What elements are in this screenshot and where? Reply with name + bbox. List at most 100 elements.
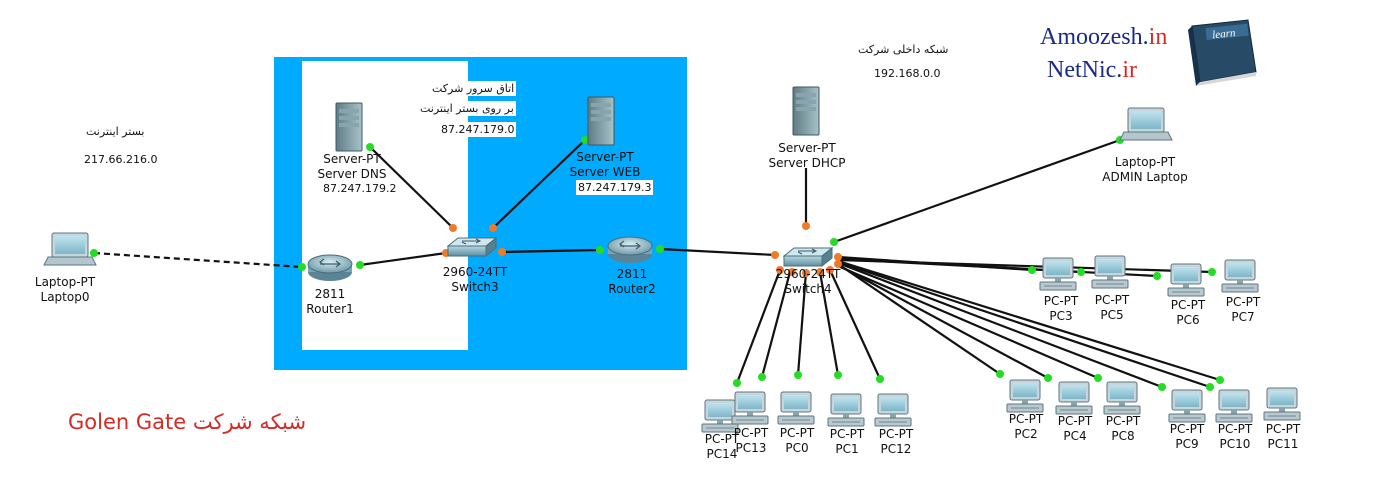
server-room-label-line2: بر روی بستر اینترنت: [418, 101, 516, 116]
admin-laptop-model: Laptop-PT: [1114, 155, 1176, 169]
pc12-model: PC-PT: [878, 427, 914, 441]
router2-model: 2811: [616, 267, 648, 281]
laptop0-model: Laptop-PT: [34, 275, 96, 289]
pc4-icon[interactable]: [1055, 381, 1093, 415]
server-room-ip: 87.247.179.0: [439, 122, 517, 137]
link-switch4-pc14: [735, 269, 782, 384]
pc11-icon[interactable]: [1263, 387, 1301, 421]
link-switch4-pc13: [760, 271, 792, 378]
brand-netnic-accent: ir: [1122, 57, 1137, 83]
pc9-name: PC9: [1175, 437, 1199, 451]
pc0-model: PC-PT: [779, 426, 815, 440]
pc3-icon[interactable]: [1039, 257, 1077, 291]
pc13-model: PC-PT: [733, 426, 769, 440]
lan-zone-ip: 192.168.0.0: [874, 67, 941, 80]
pc2-icon[interactable]: [1006, 379, 1044, 413]
link-dns-switch3: [369, 146, 454, 229]
switch4-label: 2960-24TT Switch4: [768, 267, 848, 297]
internet-zone-ip: 217.66.216.0: [84, 153, 158, 166]
pc14-name: PC14: [706, 447, 738, 461]
pc10-icon[interactable]: [1215, 389, 1253, 423]
server-dns-label: Server-PT Server DNS: [312, 152, 392, 182]
pc5-name: PC5: [1100, 308, 1124, 322]
laptop0-label: Laptop-PT Laptop0: [30, 275, 100, 305]
pc7-icon[interactable]: [1221, 259, 1259, 293]
router1-name: Router1: [306, 302, 354, 316]
server-dns-name: Server DNS: [317, 167, 387, 181]
pc12-icon[interactable]: [874, 393, 912, 427]
router2-icon[interactable]: [607, 236, 653, 264]
brand-netnic-main: NetNic.: [1047, 57, 1123, 83]
brand-amoozesh-main: Amoozesh.: [1040, 24, 1149, 50]
link-switch4-pc2: [837, 263, 1001, 375]
lan-zone-label: شبکه داخلی شرکت: [858, 43, 949, 56]
switch3-icon[interactable]: [447, 237, 497, 257]
brand-netnic: NetNic.ir: [1047, 57, 1137, 84]
pc8-icon[interactable]: [1103, 381, 1141, 415]
router1-icon[interactable]: [307, 254, 353, 282]
server-dhcp-model: Server-PT: [778, 141, 836, 155]
pc2-model: PC-PT: [1008, 412, 1044, 426]
links: [93, 138, 1221, 389]
link-switch4-pc1: [818, 271, 840, 376]
pc2-name: PC2: [1014, 427, 1038, 441]
router1-label: 2811 Router1: [300, 287, 360, 317]
admin-laptop-label: Laptop-PT ADMIN Laptop: [1090, 155, 1200, 185]
pc8-model: PC-PT: [1105, 414, 1141, 428]
server-room-label-line1: اتاق سرور شرکت: [430, 81, 517, 96]
laptop0-icon[interactable]: [43, 232, 97, 266]
server-dns-ip: 87.247.179.2: [323, 182, 397, 195]
link-switch4-pc12: [829, 269, 881, 380]
link-router2-switch4: [659, 247, 776, 257]
switch3-name: Switch3: [451, 280, 499, 294]
switch3-label: 2960-24TT Switch3: [435, 265, 515, 295]
link-switch4-pc8: [837, 264, 1099, 380]
pc6-name: PC6: [1176, 313, 1200, 327]
pc6-icon[interactable]: [1167, 263, 1205, 297]
pc7-name: PC7: [1231, 310, 1255, 324]
link-switch4-pc11: [837, 259, 1221, 382]
switch4-icon[interactable]: [783, 247, 833, 267]
switch4-model: 2960-24TT: [775, 267, 841, 281]
link-switch3-router2: [501, 248, 601, 254]
server-dhcp-icon[interactable]: [792, 86, 820, 136]
link-router1-switch3: [359, 251, 447, 267]
pc1-icon[interactable]: [827, 393, 865, 427]
link-admin-switch4: [833, 138, 1121, 244]
pc9-icon[interactable]: [1168, 389, 1206, 423]
admin-laptop-icon[interactable]: [1119, 107, 1173, 141]
link-switch4-pc4: [837, 264, 1049, 379]
pc14-model: PC-PT: [704, 432, 740, 446]
server-web-icon[interactable]: [587, 96, 615, 146]
link-switch4-pc9: [837, 261, 1163, 389]
pc5-icon[interactable]: [1091, 255, 1129, 289]
diagram-title: شبکه شرکت Golen Gate: [68, 410, 307, 434]
pc5-model: PC-PT: [1094, 293, 1130, 307]
link-web-switch3: [492, 139, 586, 229]
link-switch4-pc10: [837, 260, 1211, 389]
pc12-name: PC12: [880, 442, 912, 456]
pc13-icon[interactable]: [731, 391, 769, 425]
internet-zone-label: بستر اینترنت: [86, 125, 145, 138]
pc7-model: PC-PT: [1225, 295, 1261, 309]
pc3-name: PC3: [1049, 309, 1073, 323]
svg-text:learn: learn: [1212, 27, 1237, 41]
switch4-name: Switch4: [784, 282, 832, 296]
pc0-icon[interactable]: [777, 391, 815, 425]
laptop0-name: Laptop0: [40, 290, 90, 304]
server-dns-icon[interactable]: [335, 102, 363, 152]
server-dns-model: Server-PT: [323, 152, 381, 166]
server-web-label: Server-PT Server WEB: [565, 150, 645, 180]
switch3-model: 2960-24TT: [442, 265, 508, 279]
server-dhcp-label: Server-PT Server DHCP: [762, 141, 852, 171]
